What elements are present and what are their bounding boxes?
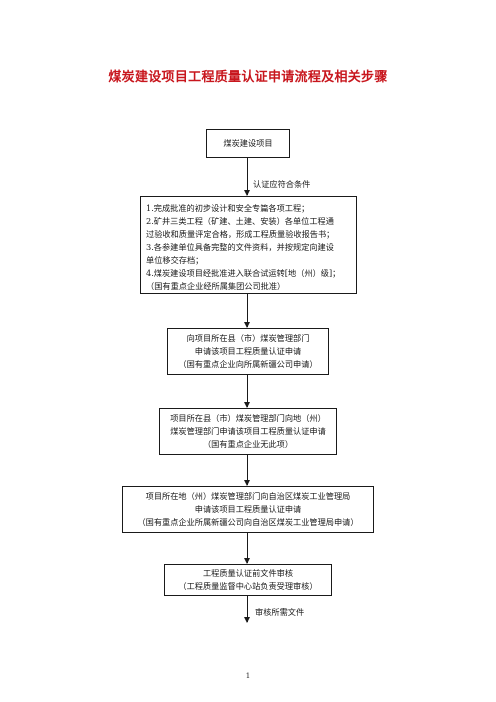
step-line: 工程质量认证前文件审核: [202, 568, 294, 578]
condition-line: （国有重点企业经所属集团公司批准）: [146, 281, 286, 291]
arrow-down: [244, 158, 250, 196]
arrow-down: [244, 294, 250, 328]
step-line: 申请该项目工程质量认证申请: [194, 504, 302, 514]
step-line: （国有重点企业无此项）: [202, 439, 294, 449]
step-line: （国有重点企业所属新疆公司向自治区煤炭工业管理局申请）: [137, 517, 359, 527]
step-box-prefecture-application: 项目所在县（市）煤炭管理部门向地（州） 煤炭管理部门申请该项目工程质量认证申请 …: [159, 408, 337, 455]
arrow-down: [244, 375, 250, 408]
step-line: 煤炭建设项目: [223, 138, 273, 148]
arrow-down: [244, 596, 250, 623]
condition-line: 3.各参建单位具备完整的文件资料，并按规定向建设: [146, 242, 334, 252]
condition-line: 4.煤炭建设项目经批准进入联合试运转[地（州）级]；: [146, 268, 341, 278]
condition-line: 单位移交存档；: [146, 255, 204, 265]
step-line: 项目所在县（市）煤炭管理部门向地（州）: [170, 413, 326, 423]
step-line: 向项目所在县（市）煤炭管理部门: [186, 333, 310, 343]
step-line: 煤炭管理部门申请该项目工程质量认证申请: [170, 426, 326, 436]
step-line: 申请该项目工程质量认证申请: [194, 346, 302, 356]
page-title: 煤炭建设项目工程质量认证申请流程及相关步骤: [108, 70, 388, 85]
step-box-county-application: 向项目所在县（市）煤炭管理部门 申请该项目工程质量认证申请 （国有重点企业向所属…: [167, 328, 329, 375]
step-box-project: 煤炭建设项目: [206, 129, 290, 158]
step-line: （工程质量监督中心站负责受理审核）: [178, 581, 318, 591]
arrow-label-documents: 审核所需文件: [255, 607, 305, 617]
condition-line: 1.完成批准的初步设计和安全专篇各项工程；: [146, 203, 310, 213]
condition-line: 过验收和质量评定合格，形成工程质量验收报告书；: [146, 229, 335, 239]
step-line: （国有重点企业向所属新疆公司申请）: [178, 359, 318, 369]
condition-line: 2.矿井三类工程（矿建、土建、安装）各单位工程通: [146, 216, 334, 226]
page-number: 1: [245, 672, 251, 680]
step-box-region-application: 项目所在地（州）煤炭管理部门向自治区煤炭工业管理局 申请该项目工程质量认证申请 …: [122, 486, 374, 533]
arrow-label-conditions: 认证应符合条件: [253, 179, 311, 189]
step-box-conditions: 1.完成批准的初步设计和安全专篇各项工程； 2.矿井三类工程（矿建、土建、安装）…: [140, 196, 357, 294]
step-line: 项目所在地（州）煤炭管理部门向自治区煤炭工业管理局: [145, 491, 351, 501]
arrow-down: [244, 533, 250, 564]
arrow-down: [244, 455, 250, 486]
step-box-document-review: 工程质量认证前文件审核 （工程质量监督中心站负责受理审核）: [164, 564, 332, 596]
